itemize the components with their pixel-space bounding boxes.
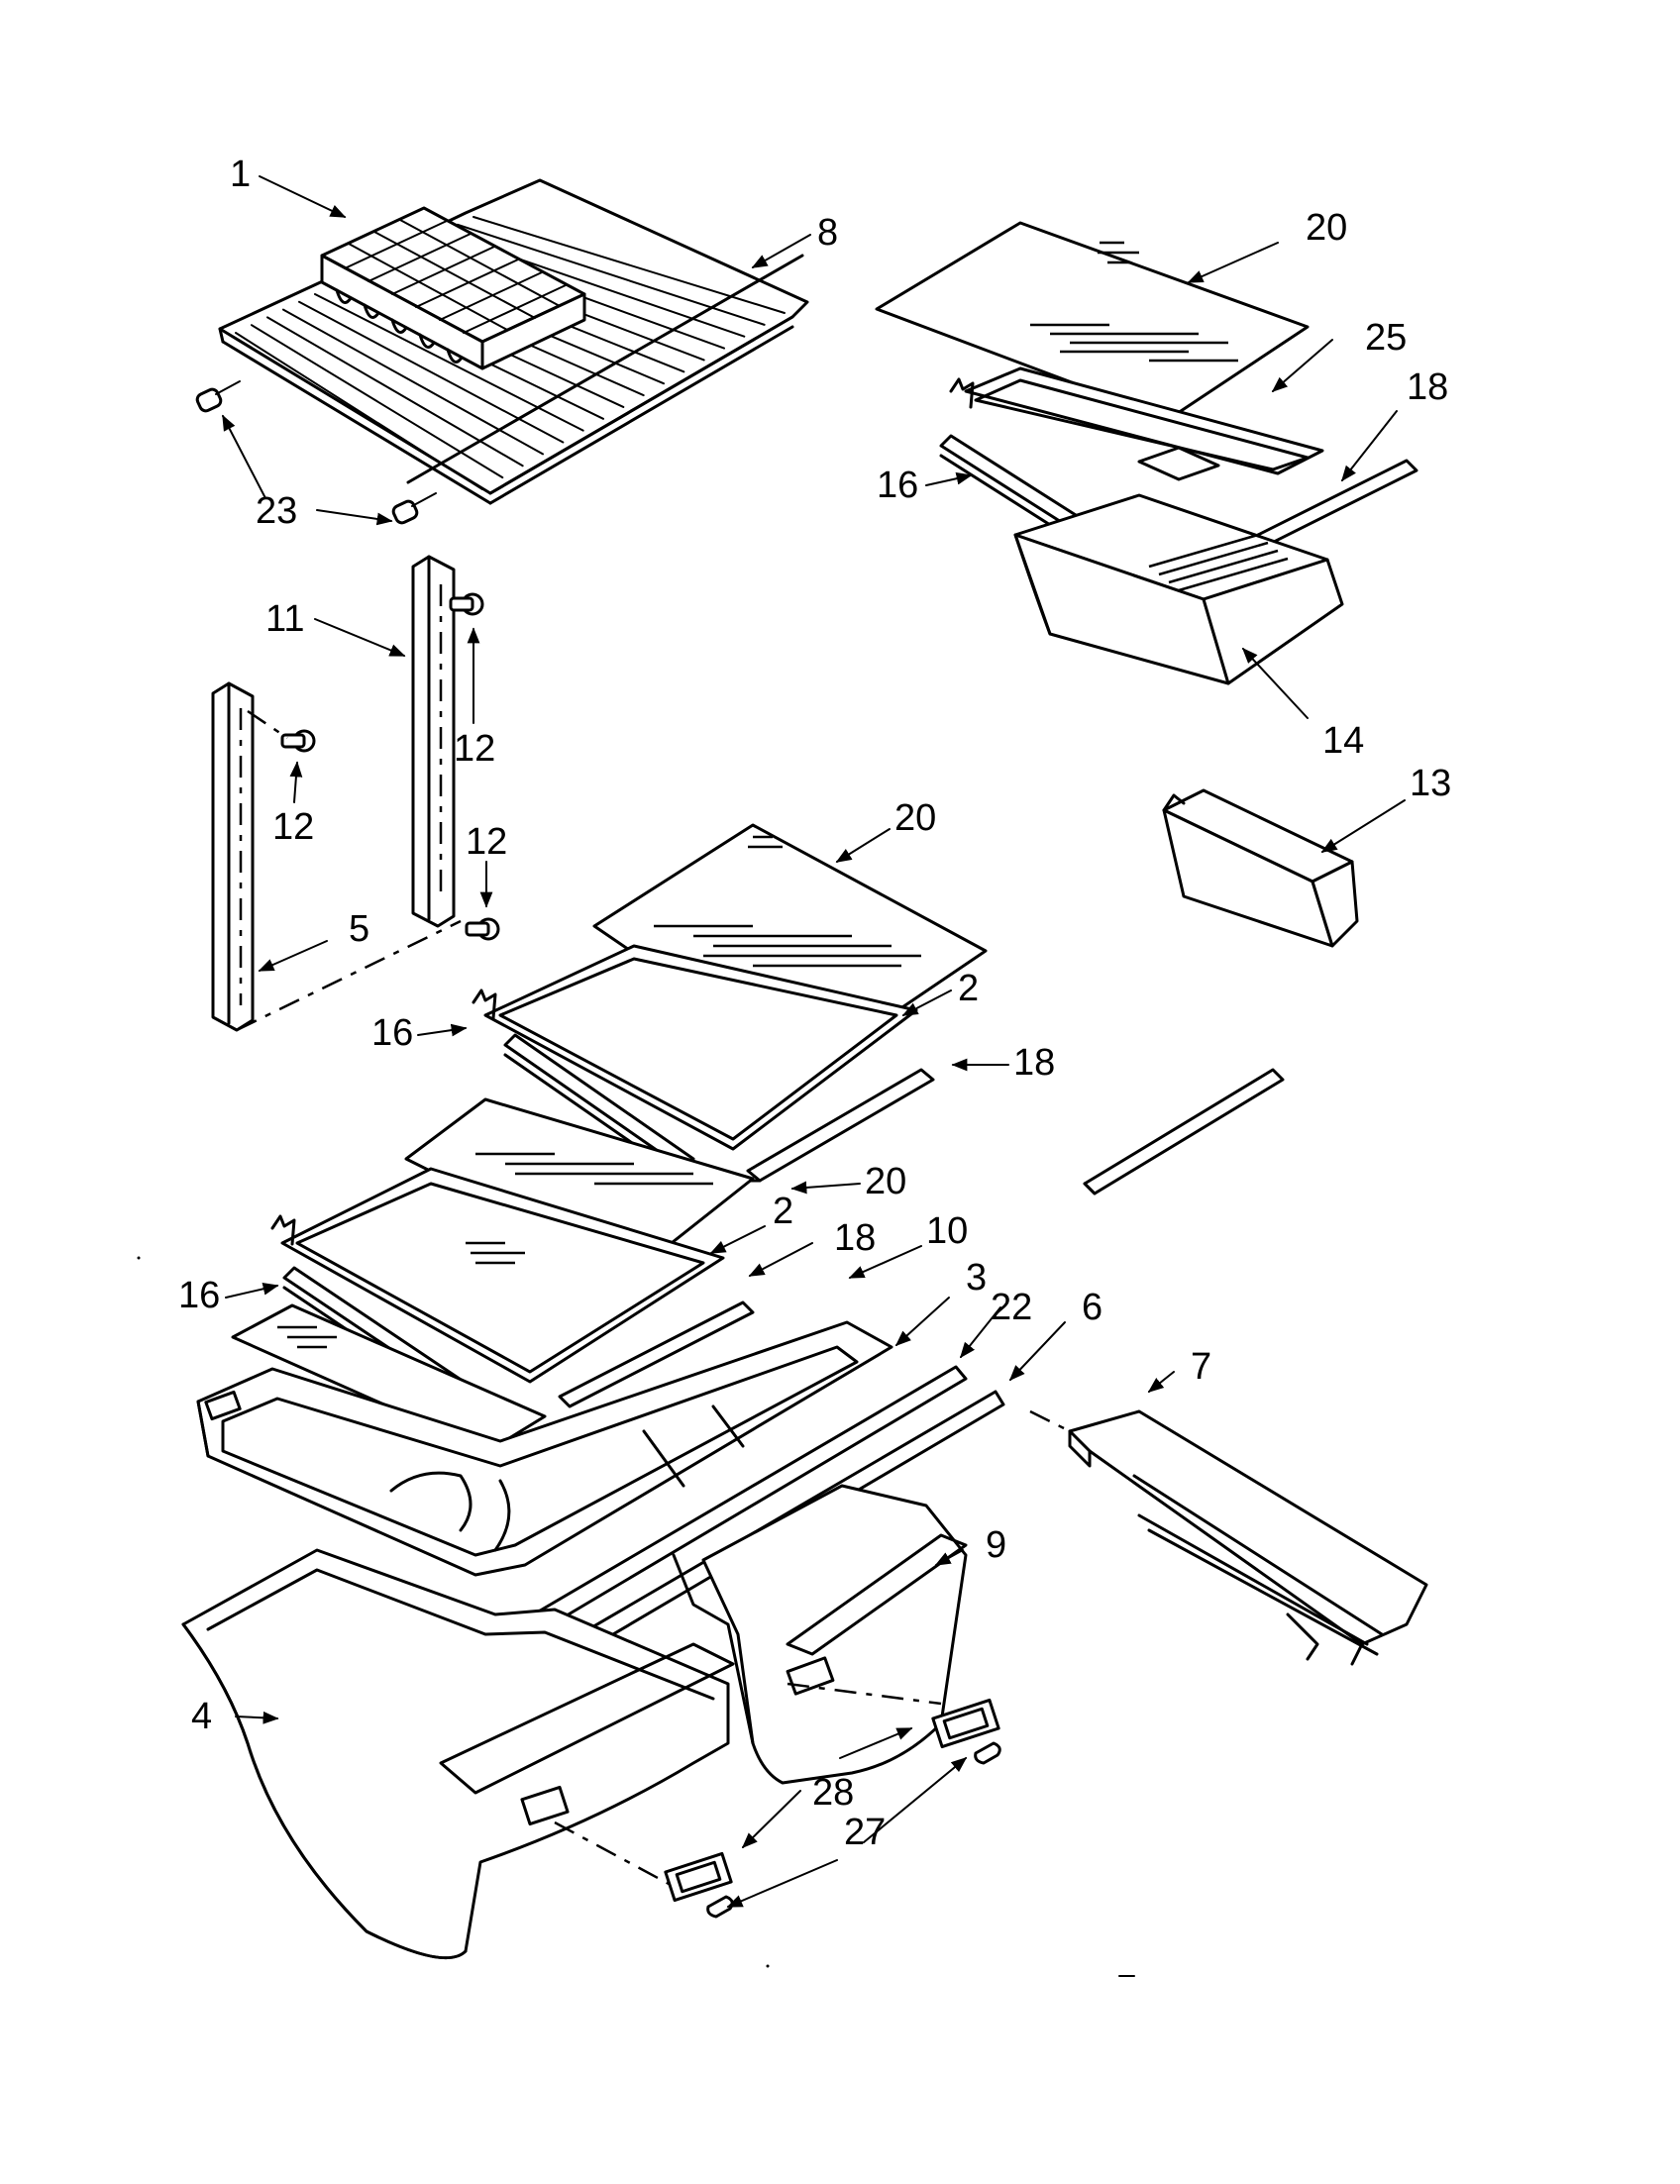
shelf-ladder-part-5 (211, 681, 462, 1032)
callout-22: 22 (991, 1287, 1032, 1328)
crisper-drawer-part-9 (672, 1484, 968, 1785)
rail-part-18-lower (558, 1300, 755, 1408)
meat-drawer-part-14 (1013, 446, 1344, 685)
roller-part-27 (706, 1741, 1001, 1919)
callout-25: 25 (1365, 317, 1407, 359)
callout-2-a: 2 (958, 968, 979, 1009)
callout-18-b: 18 (1013, 1042, 1055, 1084)
callout-16-a: 16 (877, 465, 918, 506)
callout-11: 11 (265, 598, 304, 640)
callout-12-b: 12 (272, 806, 314, 848)
crisper-frame-part-25 (949, 366, 1324, 475)
callout-12-a: 12 (454, 728, 495, 770)
callout-12-c: 12 (466, 821, 507, 863)
callout-8: 8 (817, 212, 838, 254)
callout-16-c: 16 (178, 1275, 220, 1316)
shelf-ladder-part-11 (411, 555, 456, 928)
callout-7: 7 (1191, 1346, 1211, 1388)
screw-part-12 (247, 592, 500, 941)
butter-dish-part-13 (1162, 788, 1359, 948)
specks (137, 1256, 1135, 1977)
end-cap-part-23 (195, 380, 437, 525)
callout-20-a: 20 (1306, 207, 1347, 249)
callout-labels: 1 8 23 11 12 12 12 5 20 25 18 16 14 13 2… (178, 154, 1451, 1853)
callout-4: 4 (191, 1696, 212, 1737)
shelf-frame-part-2-upper (472, 944, 918, 1151)
slide-part-28 (664, 1698, 1000, 1903)
callout-23: 23 (256, 490, 297, 532)
spare-rail (1083, 1068, 1285, 1196)
callout-14: 14 (1322, 720, 1364, 762)
callout-1: 1 (230, 154, 251, 195)
ice-tray-part-1 (320, 206, 586, 370)
callout-18-a: 18 (1407, 366, 1448, 408)
callout-20-c: 20 (865, 1161, 906, 1202)
crisper-drawer-part-4 (181, 1548, 735, 1960)
callout-10: 10 (926, 1210, 968, 1252)
callout-3: 3 (966, 1257, 987, 1299)
control-part-7 (1029, 1409, 1428, 1666)
callout-13: 13 (1410, 763, 1451, 804)
callout-2-b: 2 (773, 1191, 793, 1232)
callout-27: 27 (844, 1812, 886, 1853)
callout-6: 6 (1082, 1287, 1102, 1328)
callout-18-c: 18 (834, 1217, 876, 1259)
callout-9: 9 (986, 1524, 1006, 1566)
callout-28: 28 (812, 1772, 854, 1814)
shelf-frame-part-2-lower (270, 1167, 725, 1384)
callout-16-b: 16 (371, 1012, 413, 1054)
callout-5: 5 (349, 908, 369, 950)
crisper-frame-part-3 (196, 1320, 893, 1577)
callout-20-b: 20 (894, 797, 936, 839)
callout-leaders (222, 175, 1406, 1908)
